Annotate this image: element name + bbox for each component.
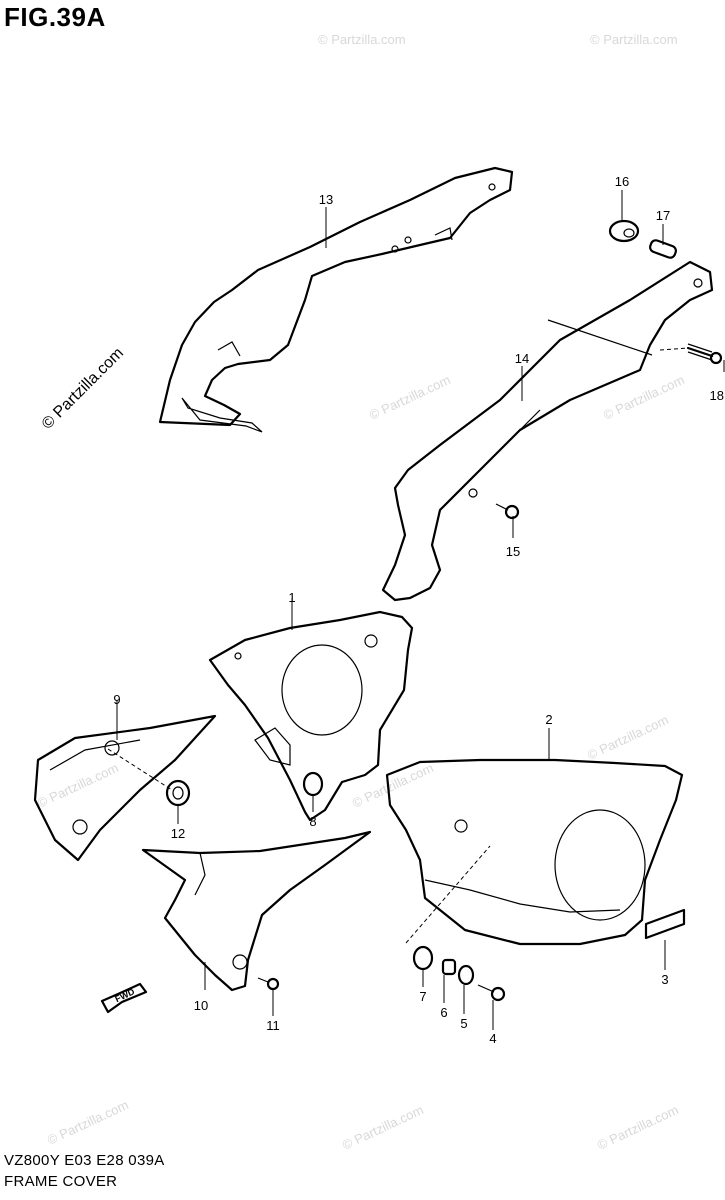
watermark-text: © Partzilla.com xyxy=(601,372,687,423)
part-15-screw xyxy=(495,503,520,520)
callout-6: 6 xyxy=(440,1005,447,1020)
part-2-side-cover xyxy=(385,758,684,946)
callout-13: 13 xyxy=(319,192,333,207)
watermark-text: © Partzilla.com xyxy=(35,760,121,811)
callout-18: 18 xyxy=(710,388,724,403)
figure-title: FIG.39A xyxy=(4,2,106,32)
part-1-frame-cover-center xyxy=(208,610,414,822)
section-name: FRAME COVER xyxy=(4,1173,118,1190)
watermark-text: © Partzilla.com xyxy=(590,32,678,47)
part-16-bushing xyxy=(608,219,640,243)
part-12-grommet xyxy=(165,779,191,807)
callout-10: 10 xyxy=(194,998,208,1013)
callout-4: 4 xyxy=(489,1031,496,1046)
part-14-frame-cover xyxy=(381,260,714,602)
callout-11: 11 xyxy=(266,1018,280,1033)
callout-5: 5 xyxy=(460,1016,467,1031)
part-17-collar xyxy=(649,239,677,259)
model-code: VZ800Y E03 E28 039A xyxy=(4,1152,165,1169)
watermark-text: © Partzilla.com xyxy=(340,1102,426,1153)
watermark-text: © Partzilla.com xyxy=(595,1102,681,1153)
part-3-emblem: SUZUKI xyxy=(644,908,686,940)
part-9-side-panel xyxy=(33,714,217,862)
part-11-screw xyxy=(257,977,280,991)
watermark-text: © Partzilla.com xyxy=(45,1097,131,1148)
callout-16: 16 xyxy=(615,174,629,189)
callout-8: 8 xyxy=(309,814,316,829)
watermark-text: © Partzilla.com xyxy=(367,372,453,423)
part-8-grommet xyxy=(302,771,324,797)
leader-lines xyxy=(107,190,725,1030)
part-5-washer xyxy=(457,964,475,986)
callout-3: 3 xyxy=(661,972,668,987)
callout-14: 14 xyxy=(515,351,529,366)
callout-15: 15 xyxy=(506,544,520,559)
part-18-bolt xyxy=(686,343,723,365)
callout-numbers: 1 2 3 4 5 6 7 8 9 10 11 12 13 14 15 16 1… xyxy=(113,174,724,1046)
callout-9: 9 xyxy=(113,692,120,707)
part-7-grommet xyxy=(412,945,434,971)
callout-2: 2 xyxy=(545,712,552,727)
watermark-main: © Partzilla.com xyxy=(39,345,127,433)
part-13-frame-cover-upper xyxy=(158,166,514,433)
part-10-lower-cover xyxy=(141,830,372,992)
fwd-arrow-icon: FWD xyxy=(100,982,148,1014)
watermark-text: © Partzilla.com xyxy=(318,32,406,47)
callout-17: 17 xyxy=(656,208,670,223)
callout-7: 7 xyxy=(419,989,426,1004)
watermark-layer: © Partzilla.com © Partzilla.com © Partzi… xyxy=(35,32,687,1153)
callout-12: 12 xyxy=(171,826,185,841)
part-6-collar xyxy=(441,958,457,976)
watermark-text: © Partzilla.com xyxy=(585,712,671,763)
watermark-text: © Partzilla.com xyxy=(350,760,436,811)
callout-1: 1 xyxy=(288,590,295,605)
part-4-bolt xyxy=(477,984,506,1002)
